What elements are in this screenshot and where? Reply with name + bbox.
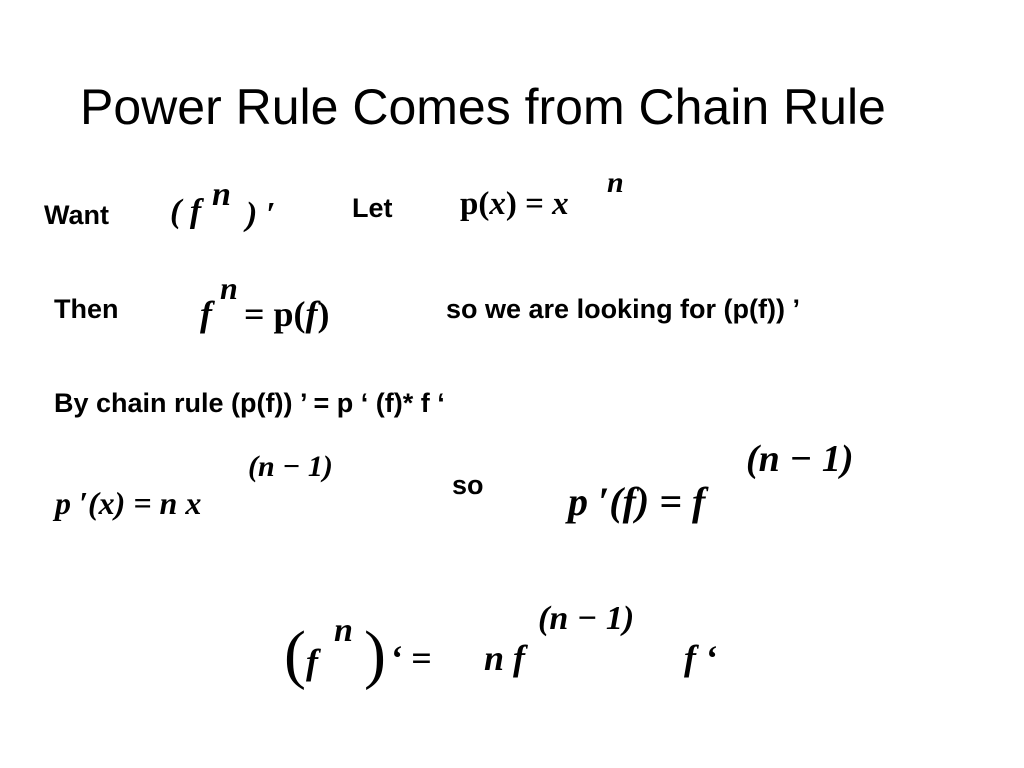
- looking-for-text: so we are looking for (p(f)) ’: [446, 294, 801, 324]
- let-p-func: p(: [460, 186, 490, 222]
- result-tail: f ‘: [684, 638, 717, 678]
- want-open-paren: (: [170, 193, 190, 230]
- result-prime-equals: ‘ =: [390, 638, 432, 678]
- so-label: so: [452, 470, 484, 500]
- let-equals: ) =: [505, 186, 553, 222]
- then-base: f: [200, 294, 212, 334]
- p-prime-x-formula: p ′(x) = n x: [55, 485, 202, 521]
- then-p-func: p(: [273, 294, 306, 334]
- want-base: f: [189, 193, 202, 230]
- result-exponent: n: [334, 612, 353, 649]
- let-formula: p(x) = x: [460, 188, 569, 221]
- let-label: Let: [352, 193, 393, 223]
- chain-rule-text: By chain rule (p(f)) ’ = p ‘ (f)* f ‘: [54, 388, 445, 418]
- then-label: Then: [54, 294, 119, 324]
- let-var: x: [489, 186, 506, 222]
- p-prime-x-exponent: (n − 1): [248, 450, 333, 483]
- then-var: f: [305, 294, 318, 334]
- let-exponent: n: [607, 166, 624, 199]
- p-prime-f-exponent: (n − 1): [746, 438, 854, 480]
- slide-title: Power Rule Comes from Chain Rule: [80, 79, 886, 135]
- want-exponent: n: [212, 176, 231, 213]
- result-close-paren: ): [364, 618, 386, 691]
- then-equals: =: [244, 294, 274, 334]
- want-formula: ( f: [170, 195, 201, 229]
- then-exponent: n: [220, 270, 238, 306]
- result-base: f: [306, 642, 318, 682]
- result-rhs-exponent: (n − 1): [538, 600, 635, 637]
- then-rhs: = p(f): [244, 296, 330, 332]
- want-close-prime: ) ′: [246, 196, 276, 233]
- p-prime-f-formula: p ′(f) = f: [568, 479, 706, 524]
- result-rhs: n f: [484, 638, 526, 678]
- let-base: x: [552, 186, 569, 222]
- then-close: ): [317, 294, 330, 334]
- want-label: Want: [44, 200, 109, 230]
- result-open-paren: (: [284, 618, 306, 691]
